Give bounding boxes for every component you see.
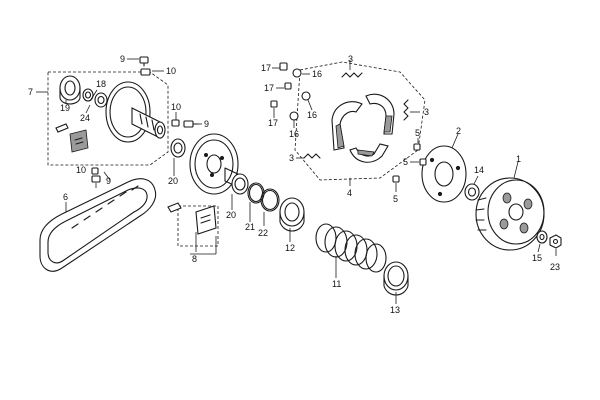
spring-3-top [341,72,363,78]
callout-16-top: 16 [312,69,322,79]
callout-10-top: 10 [166,66,176,76]
pin-kit [55,123,69,133]
callout-17-mid: 17 [264,83,274,93]
washer-16-top [292,68,302,78]
washer-16-mid [301,91,311,101]
callout-14: 14 [474,165,484,175]
collar-12 [279,197,305,232]
screw-9-low [91,175,101,183]
callout-23: 23 [550,262,560,272]
callout-2: 2 [456,126,461,136]
callout-16-low: 16 [289,129,299,139]
callout-5-low: 5 [393,194,398,204]
callouts: 1 2 3 3 3 4 5 5 5 6 7 8 9 9 9 10 10 10 1… [28,54,560,315]
washer-16-low [289,111,299,121]
nut-17-top [279,62,288,71]
spring-3-left [303,153,321,159]
callout-9-low: 9 [106,176,111,186]
pin-5-low [392,175,400,183]
bushing-19 [59,75,81,105]
drive-belt [39,178,157,272]
callout-10-mid: 10 [171,102,181,112]
washer-20-upper [170,138,186,158]
callout-21: 21 [245,222,255,232]
nut-10-low [91,167,99,175]
kit-tag [69,129,89,153]
slide-tag-8 [195,205,217,235]
ring-21 [247,182,265,204]
callout-9-mid: 9 [204,119,209,129]
pin-5-top [413,143,421,151]
callout-11: 11 [332,279,341,289]
callout-13: 13 [390,305,400,315]
callout-5-top: 5 [415,128,420,138]
spring-3-right [403,99,409,121]
callout-24: 24 [80,113,90,123]
callout-6: 6 [63,192,68,202]
callout-18: 18 [96,79,106,89]
driven-pulley [189,133,241,195]
nut-17-mid [284,82,292,90]
screw-9-top [139,56,149,67]
seat-13 [383,261,409,296]
callout-5-mid: 5 [403,157,408,167]
washer-20-lower [231,173,249,195]
ring-22 [260,188,280,212]
callout-17-top: 17 [261,63,271,73]
pin-5-mid [419,158,427,166]
callout-22: 22 [258,228,268,238]
callout-3-top: 3 [348,54,353,64]
callout-3-left: 3 [289,153,294,163]
callout-8: 8 [192,254,197,264]
spring-11 [315,223,387,273]
ring-24 [94,92,108,108]
callout-1: 1 [516,154,521,164]
clutch-shoe-assembly [331,93,395,163]
leader-lines [36,58,557,304]
callout-20-lower: 20 [226,210,236,220]
callout-19: 19 [60,103,70,113]
nut-17-low [270,100,278,108]
callout-16-mid: 16 [307,110,317,120]
callout-9-top: 9 [120,54,125,64]
washer-18 [82,88,94,102]
clutch-drive-plate [421,145,467,203]
kit-box-8 [177,205,219,247]
callout-20-upper: 20 [168,176,178,186]
nut-10-top [140,68,151,76]
callout-10-low: 10 [76,165,86,175]
slide-piece-8a [167,202,182,213]
callout-3-right: 3 [424,107,429,117]
clutch-bell [475,177,545,251]
washer-15 [536,230,548,244]
kit-box-4 [294,61,426,181]
nut-10-mid [171,119,180,127]
callout-12: 12 [285,243,295,253]
nut-14 [464,183,480,201]
nut-23 [549,234,562,249]
callout-17-low: 17 [268,118,278,128]
drive-pulley-face [105,81,166,143]
callout-15: 15 [532,253,542,263]
callout-7: 7 [28,87,33,97]
callout-4: 4 [347,188,352,198]
